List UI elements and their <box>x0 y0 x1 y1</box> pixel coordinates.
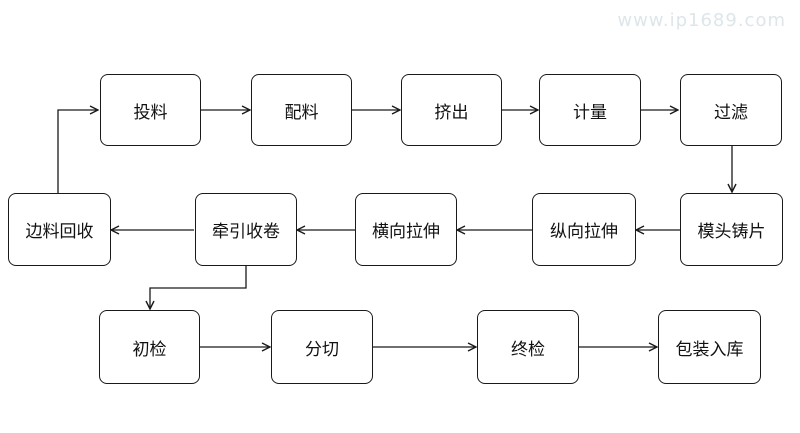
node-packing-storage: 包装入库 <box>658 310 761 384</box>
node-feed-label: 投料 <box>133 102 168 123</box>
node-final-inspection-label: 终检 <box>511 339 545 360</box>
node-die-casting: 模头铸片 <box>680 193 783 266</box>
node-edge-recycling: 边料回收 <box>8 193 111 266</box>
node-die-casting-label: 模头铸片 <box>697 222 766 242</box>
node-filtering-label: 过滤 <box>714 102 748 123</box>
node-batching-label: 配料 <box>284 102 319 123</box>
node-initial-inspection-label: 初检 <box>132 339 167 360</box>
node-extrusion: 挤出 <box>401 74 502 146</box>
node-haul-off-winding-label: 牵引收卷 <box>212 222 280 242</box>
node-final-inspection: 终检 <box>477 310 579 384</box>
node-metering: 计量 <box>539 74 641 146</box>
node-longitudinal-stretching: 纵向拉伸 <box>532 193 636 266</box>
node-haul-off-winding: 牵引收卷 <box>195 193 297 266</box>
node-packing-storage-label: 包装入库 <box>675 339 744 360</box>
node-initial-inspection: 初检 <box>99 310 200 384</box>
node-longitudinal-stretching-label: 纵向拉伸 <box>550 222 618 242</box>
node-batching: 配料 <box>251 74 352 146</box>
arrow-edge-recycling-to-feed <box>57 110 98 193</box>
arrow-haul-off-to-initial-inspection <box>150 266 247 309</box>
node-slitting-label: 分切 <box>305 339 339 360</box>
node-metering-label: 计量 <box>573 102 607 123</box>
node-edge-recycling-label: 边料回收 <box>25 222 94 242</box>
node-slitting: 分切 <box>271 310 373 384</box>
node-feed: 投料 <box>100 74 201 146</box>
node-transverse-stretching: 横向拉伸 <box>355 193 457 266</box>
node-filtering: 过滤 <box>680 74 782 146</box>
node-transverse-stretching-label: 横向拉伸 <box>372 222 440 242</box>
watermark-text: www.ip1689.com <box>617 10 786 31</box>
node-extrusion-label: 挤出 <box>434 102 469 123</box>
